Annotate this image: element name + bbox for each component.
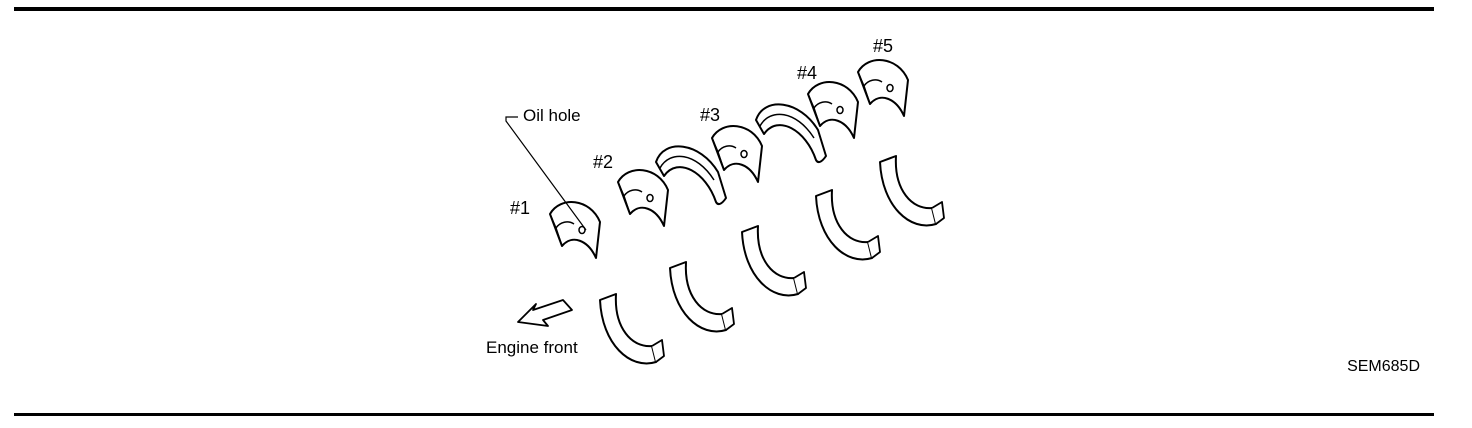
bearing-5-upper — [857, 59, 909, 117]
oil-hole-label: Oil hole — [523, 106, 581, 125]
bearing-3-lower — [741, 225, 807, 297]
bearing-2-upper — [617, 169, 669, 227]
bearing-2-lower — [669, 261, 735, 333]
oil-hole-leader — [505, 116, 587, 231]
figure-code: SEM685D — [1347, 358, 1420, 375]
bearing-1-upper — [549, 201, 601, 259]
bearing-label-4: #4 — [797, 63, 818, 83]
bearing-4-lower — [815, 189, 881, 261]
top-rule — [14, 7, 1434, 11]
bearing-label-5: #5 — [873, 36, 894, 56]
engine-front-label: Engine front — [486, 338, 578, 357]
bottom-rule — [14, 413, 1434, 416]
bearing-label-1: #1 — [510, 198, 531, 218]
arrow-icon — [517, 299, 573, 327]
bearing-1-lower — [599, 293, 665, 365]
bearing-label-2: #2 — [593, 152, 614, 172]
bearing-5-lower — [879, 155, 945, 227]
bearing-label-3: #3 — [700, 105, 721, 125]
